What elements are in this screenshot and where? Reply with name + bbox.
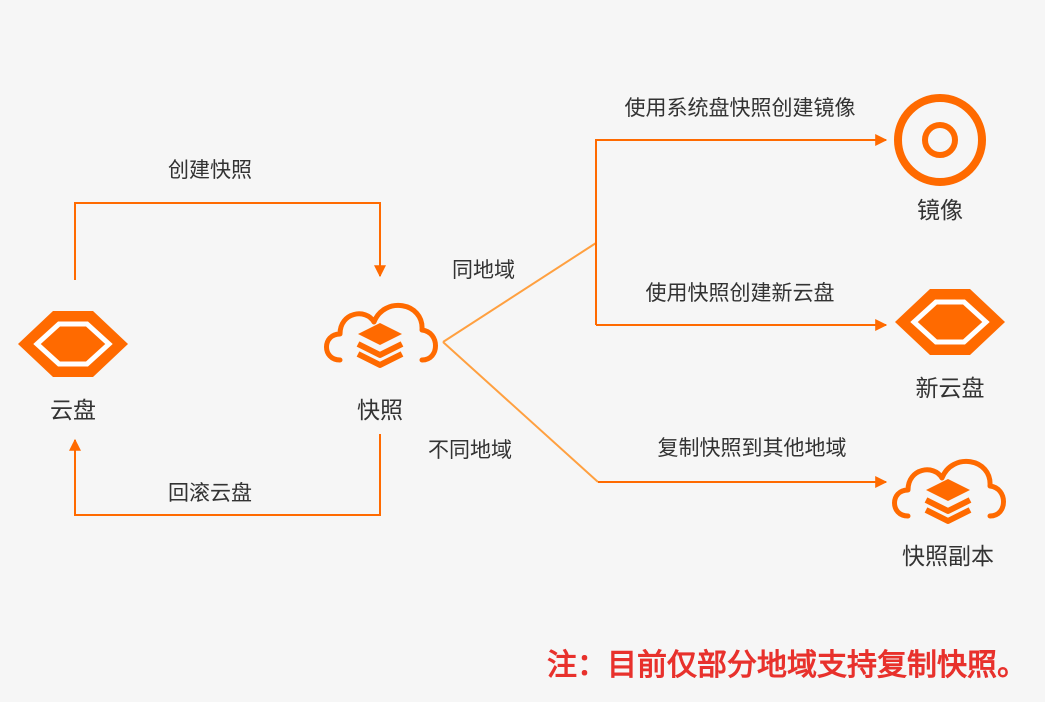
new-disk-label: 新云盘 xyxy=(916,376,985,402)
create-snapshot-arrow xyxy=(74,202,386,280)
new-disk-icon xyxy=(895,289,1005,355)
snapshot-label: 快照 xyxy=(357,398,403,424)
snapshot-cloud-icon xyxy=(327,305,436,365)
rollback-label: 回滚云盘 xyxy=(168,481,252,505)
same-region-line xyxy=(442,242,597,343)
snapshot-copy-icon xyxy=(895,461,1004,521)
copy-other-region-label: 复制快照到其他地域 xyxy=(658,436,847,460)
rollback-arrow xyxy=(69,434,381,516)
cloud-disk-label: 云盘 xyxy=(50,398,96,424)
footnote: 注：目前仅部分地域支持复制快照。 xyxy=(547,648,1027,683)
node-snapshot: 快照 xyxy=(327,305,436,424)
image-label: 镜像 xyxy=(917,198,963,224)
node-image: 镜像 xyxy=(894,94,986,224)
image-arrow xyxy=(595,134,888,325)
create-new-disk-label: 使用快照创建新云盘 xyxy=(646,281,835,305)
image-ring-icon xyxy=(894,94,986,186)
diff-region-line xyxy=(442,341,599,483)
snapshot-copy-label: 快照副本 xyxy=(902,544,994,570)
node-new-disk: 新云盘 xyxy=(895,289,1005,402)
node-snapshot-copy: 快照副本 xyxy=(895,461,1004,570)
diff-region-label: 不同地域 xyxy=(428,438,512,462)
node-cloud-disk: 云盘 xyxy=(18,311,128,424)
cloud-disk-icon xyxy=(18,311,128,377)
same-region-label: 同地域 xyxy=(452,258,515,282)
sys-disk-image-label: 使用系统盘快照创建镜像 xyxy=(625,96,856,120)
create-snapshot-label: 创建快照 xyxy=(168,158,252,182)
